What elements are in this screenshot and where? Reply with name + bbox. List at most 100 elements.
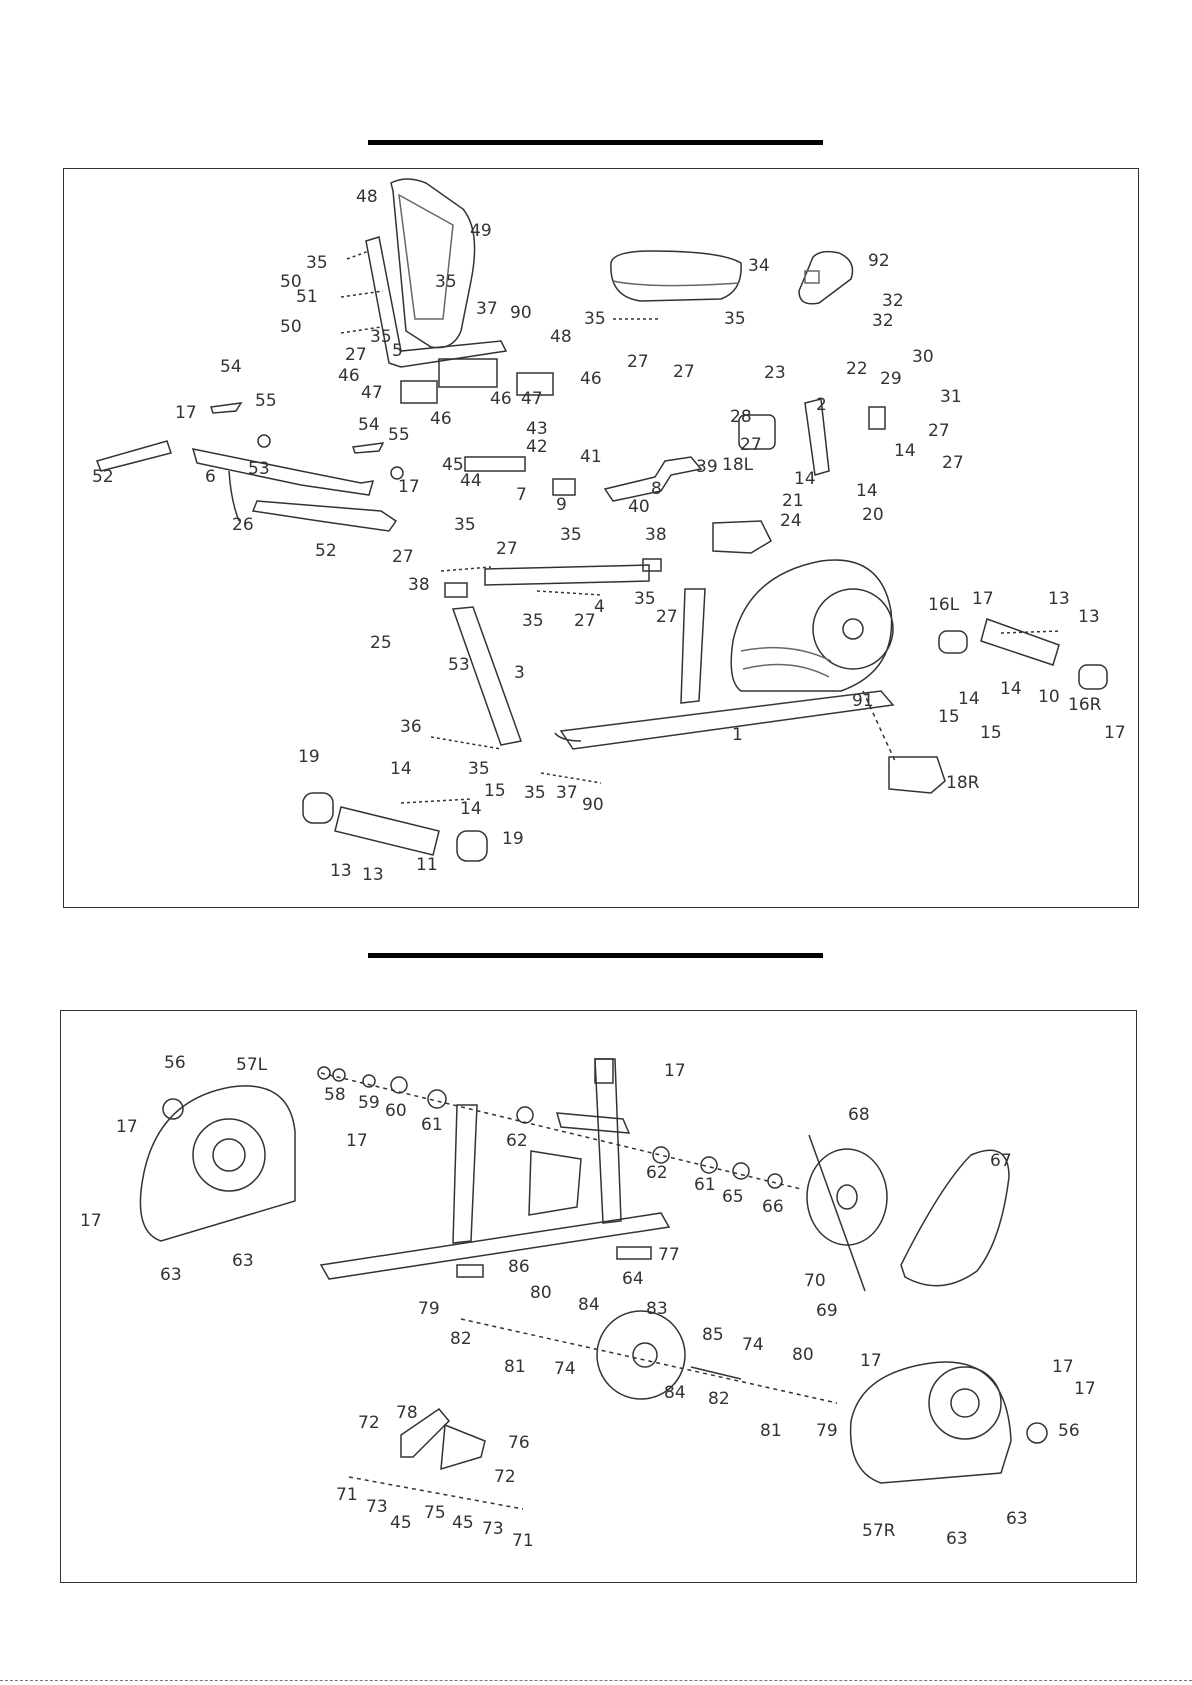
part-label-16L: 16L [928, 595, 960, 615]
part-label-53b: 53 [448, 655, 470, 675]
part-label-49: 49 [470, 221, 492, 241]
pulse-bracket-54b [352, 442, 385, 454]
part-label-35j: 35 [468, 759, 490, 779]
part-label-43: 43 [526, 419, 548, 439]
exploded-view-frame-panel [63, 168, 1139, 908]
part-label-27b: 27 [627, 352, 649, 372]
part-label-23: 23 [764, 363, 786, 383]
part-label-27h: 27 [496, 539, 518, 559]
end-cap-19a [302, 792, 334, 824]
part-label-38a: 38 [645, 525, 667, 545]
part-label-66: 66 [762, 1197, 784, 1217]
part-label-19a: 19 [298, 747, 320, 767]
part-label-35g: 35 [560, 525, 582, 545]
part-label-35f: 35 [454, 515, 476, 535]
part-label-25: 25 [370, 633, 392, 653]
cap-56b [1026, 1422, 1048, 1444]
part-label-16R: 16R [1068, 695, 1102, 715]
part-label-79b: 79 [816, 1421, 838, 1441]
part-label-41: 41 [580, 447, 602, 467]
front-stabilizer-11 [334, 806, 440, 856]
part-label-27g: 27 [392, 547, 414, 567]
part-label-71a: 71 [336, 1485, 358, 1505]
part-label-63c: 63 [946, 1529, 968, 1549]
part-label-17g: 17 [80, 1211, 102, 1231]
part-label-72a: 72 [358, 1413, 380, 1433]
handlebar-right [251, 500, 398, 532]
part-label-81a: 81 [504, 1357, 526, 1377]
part-label-1: 1 [732, 725, 743, 745]
part-label-14f: 14 [390, 759, 412, 779]
part-label-35c: 35 [370, 327, 392, 347]
part-label-17k: 17 [1074, 1379, 1096, 1399]
part-label-17c: 17 [972, 589, 994, 609]
seat-cushion [610, 250, 742, 302]
part-label-13a: 13 [1048, 589, 1070, 609]
backrest [390, 178, 476, 349]
end-cap-16R [1078, 664, 1108, 690]
pulley-68 [806, 1148, 888, 1246]
part-label-78: 78 [396, 1403, 418, 1423]
part-label-17e: 17 [116, 1117, 138, 1137]
middle-title-rule [368, 953, 823, 958]
part-label-65: 65 [722, 1187, 744, 1207]
part-label-76: 76 [508, 1433, 530, 1453]
belt-67 [900, 1149, 1010, 1287]
rear-post [680, 588, 706, 704]
part-label-46d: 46 [430, 409, 452, 429]
shroud-left [139, 1085, 296, 1242]
part-label-14a: 14 [894, 441, 916, 461]
part-label-90a: 90 [510, 303, 532, 323]
part-label-17j: 17 [1052, 1357, 1074, 1377]
part-label-92: 92 [868, 251, 890, 271]
pad-86 [456, 1264, 484, 1278]
part-label-10: 10 [1038, 687, 1060, 707]
part-label-56b: 56 [1058, 1421, 1080, 1441]
part-label-74a: 74 [554, 1359, 576, 1379]
part-label-61b: 61 [694, 1175, 716, 1195]
handlebar-bar [191, 448, 375, 496]
part-label-57L: 57L [236, 1055, 268, 1075]
part-label-35d: 35 [584, 309, 606, 329]
part-label-38b: 38 [408, 575, 430, 595]
bracket-76 [440, 1423, 486, 1471]
part-label-35h: 35 [522, 611, 544, 631]
main-frame [319, 1212, 671, 1280]
drive-drawing [139, 1058, 1048, 1510]
part-label-75: 75 [424, 1503, 446, 1523]
part-label-63d: 63 [1006, 1509, 1028, 1529]
part-label-28: 28 [730, 407, 752, 427]
part-label-13c: 13 [330, 861, 352, 881]
part-label-55b: 55 [388, 425, 410, 445]
part-label-63b: 63 [232, 1251, 254, 1271]
part-label-51: 51 [296, 287, 318, 307]
part-label-34: 34 [748, 256, 770, 276]
pedal-18L [712, 520, 772, 554]
upright-tube [804, 398, 830, 476]
part-label-35e: 35 [724, 309, 746, 329]
part-label-35k: 35 [524, 783, 546, 803]
part-label-35i: 35 [634, 589, 656, 609]
rear-stabilizer-10 [980, 618, 1060, 666]
part-label-47a: 47 [361, 383, 383, 403]
shroud-right [849, 1361, 1012, 1484]
part-label-68: 68 [848, 1105, 870, 1125]
part-label-83: 83 [646, 1299, 668, 1319]
flywheel-83 [596, 1310, 686, 1400]
part-label-73b: 73 [482, 1519, 504, 1539]
part-label-45b: 45 [390, 1513, 412, 1533]
slide-tube [464, 456, 526, 472]
part-label-37a: 37 [476, 299, 498, 319]
magnet-78 [400, 1407, 451, 1458]
pad-64 [616, 1246, 652, 1260]
part-label-19b: 19 [502, 829, 524, 849]
part-label-52a: 52 [92, 467, 114, 487]
pulse-bracket-54a [210, 402, 243, 414]
cable-26 [228, 470, 240, 522]
part-label-60: 60 [385, 1101, 407, 1121]
end-cap-19b [456, 830, 488, 862]
part-label-14c: 14 [856, 481, 878, 501]
part-label-46b: 46 [490, 389, 512, 409]
part-label-73a: 73 [366, 1497, 388, 1517]
part-label-50a: 50 [280, 272, 302, 292]
